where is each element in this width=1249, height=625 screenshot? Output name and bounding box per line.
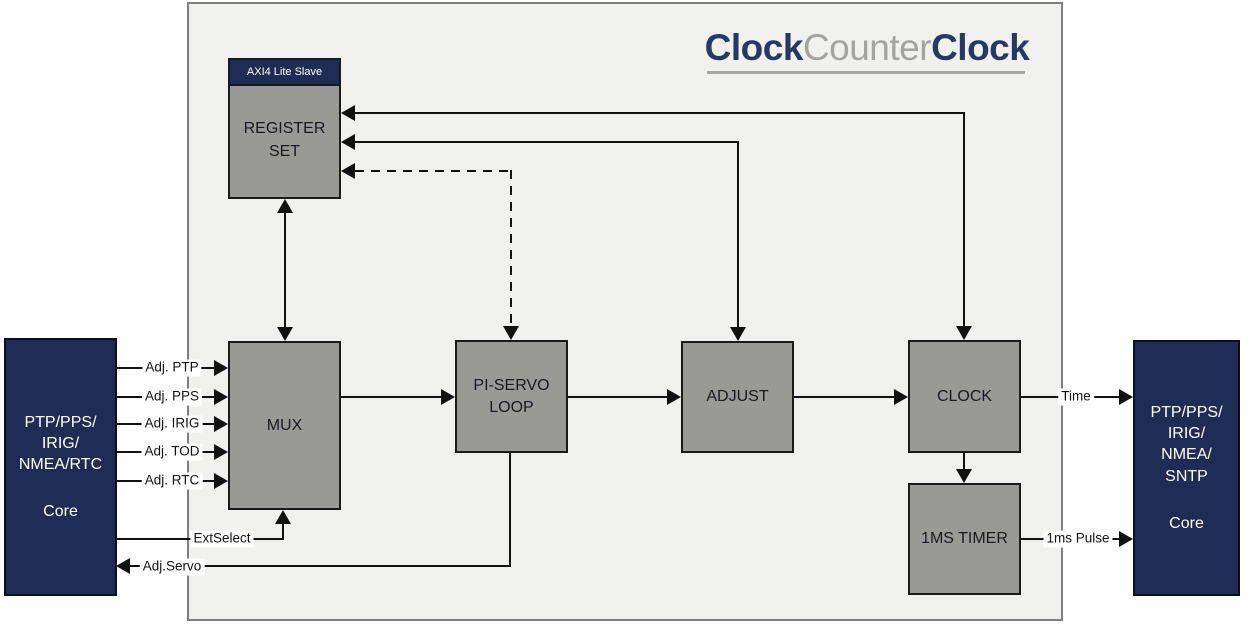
arrowhead-adj-pps [214,389,228,405]
arrowhead-into-mux-top [277,327,293,341]
arrowhead-adj-irig [214,416,228,432]
line-adjservo-h [130,565,511,567]
arrowhead-adj-rtc [214,473,228,489]
adjust-block: ADJUST [681,341,794,453]
arrowhead-into-piservo-top [503,326,519,340]
arrowhead-pulse-into-rightcore [1119,531,1133,547]
arrowhead-into-register-from-piservo [341,163,355,179]
line-adjust-clock [794,396,894,398]
signal-label-time: Time [1058,388,1094,406]
line-register-clock-v [963,112,965,326]
line-register-clock-h [355,112,965,114]
pi-servo-block: PI-SERVO LOOP [455,340,568,453]
signal-label-pulse: 1ms Pulse [1043,530,1113,548]
line-piservo-adjust [568,396,667,398]
line-register-mux [284,212,286,328]
timer-block: 1MS TIMER [908,483,1021,595]
signal-label-adjservo: Adj.Servo [139,558,205,576]
clock-block: CLOCK [908,340,1021,453]
right-core-line3: NMEA/ [1161,446,1212,464]
left-core-line1: PTP/PPS/ [24,413,97,431]
title-clock-1: Clock [704,27,804,68]
arrowhead-adj-ptp [214,360,228,376]
arrowhead-into-timer [956,469,972,483]
diagram-title: ClockCounterClock [700,27,1034,69]
arrowhead-into-adjust-top [730,327,746,341]
right-core-line4: SNTP [1165,467,1208,485]
right-core-block: PTP/PPS/ IRIG/ NMEA/ SNTP Core [1133,340,1240,596]
signal-label-adj-irig: Adj. IRIG [141,415,203,433]
line-adjservo-v [509,453,511,567]
arrowhead-into-adjust [667,389,681,405]
left-core-sub: Core [43,503,78,521]
arrowhead-time-into-rightcore [1119,389,1133,405]
title-counter: Counter [802,27,932,68]
arrowhead-into-register-from-adjust [341,134,355,150]
dashed-line-register-piservo-v [510,170,512,326]
arrowhead-adjservo-into-leftcore [116,558,130,574]
line-extselect-v [282,524,284,539]
arrowhead-into-register-bottom [277,199,293,213]
arrowhead-into-clock-top [956,326,972,340]
left-core-line3: NMEA/RTC [18,456,103,473]
axi4-lite-slave-header: AXI4 Lite Slave [230,60,339,86]
arrowhead-into-clock [894,389,908,405]
arrowhead-extselect-into-mux [275,510,291,524]
right-core-line2: IRIG/ [1167,425,1206,443]
dashed-line-register-piservo-h [355,170,511,172]
arrowhead-adj-tod [214,444,228,460]
left-core-line2: IRIG/ [41,434,80,452]
title-clock-2: Clock [931,27,1030,68]
signal-label-adj-pps: Adj. PPS [141,388,203,406]
right-core-sub: Core [1169,514,1204,532]
line-register-adjust-v [737,141,739,327]
line-register-adjust-h [355,141,739,143]
line-mux-piservo [341,396,441,398]
register-set-block: AXI4 Lite Slave REGISTER SET [228,58,341,199]
title-underline [707,71,1025,74]
signal-label-adj-rtc: Adj. RTC [141,472,203,490]
line-clock-timer [963,453,965,469]
signal-label-adj-ptp: Adj. PTP [142,359,202,377]
arrowhead-into-register-from-clock [341,105,355,121]
signal-label-extselect: ExtSelect [190,530,254,548]
signal-label-adj-tod: Adj. TOD [141,443,203,461]
arrowhead-into-piservo [441,389,455,405]
mux-block: MUX [228,341,341,510]
register-set-label: REGISTER SET [243,120,326,160]
right-core-line1: PTP/PPS/ [1150,404,1223,422]
left-core-block: PTP/PPS/ IRIG/ NMEA/RTC Core [4,338,117,596]
